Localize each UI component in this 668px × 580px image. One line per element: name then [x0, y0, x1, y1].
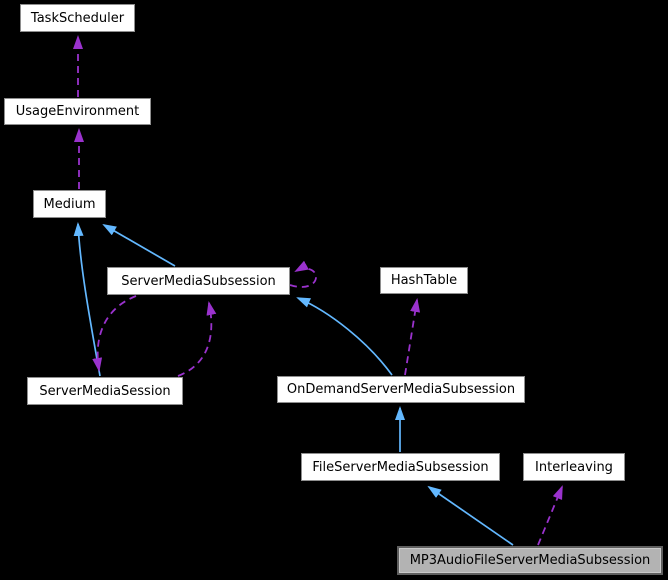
edge-inherit-mp3-fileserver	[427, 485, 514, 546]
edge-inherit-servermediasubsession-medium	[102, 223, 176, 267]
edge-usage-ondemand-hashtable	[404, 298, 421, 376]
edge-usage-servermediasession-servermediasubsession	[177, 301, 217, 377]
node-ondemandservermediasubsession[interactable]: OnDemandServerMediaSubsession	[277, 376, 525, 403]
node-fileservermediasubsession[interactable]: FileServerMediaSubsession	[301, 453, 500, 481]
node-mp3audiofileservermediasubsession: MP3AudioFileServerMediaSubsession	[397, 546, 663, 575]
edge-usage-mp3-interleaving	[537, 485, 563, 546]
node-interleaving[interactable]: Interleaving	[523, 453, 625, 481]
edge-inherit-servermediasession-medium	[73, 222, 101, 377]
edge-inherit-ondemand-servermediasubsession	[296, 297, 393, 376]
node-servermediasession[interactable]: ServerMediaSession	[27, 377, 183, 405]
node-servermediasubsession[interactable]: ServerMediaSubsession	[107, 267, 290, 295]
node-medium[interactable]: Medium	[33, 190, 106, 218]
edge-usage-servermediasubsession-servermediasession	[92, 295, 137, 372]
node-hashtable[interactable]: HashTable	[380, 267, 468, 294]
node-taskscheduler[interactable]: TaskScheduler	[20, 4, 135, 32]
edge-usage-servermediasubsession-self-loop	[289, 260, 317, 288]
node-usageenvironment[interactable]: UsageEnvironment	[4, 98, 151, 125]
